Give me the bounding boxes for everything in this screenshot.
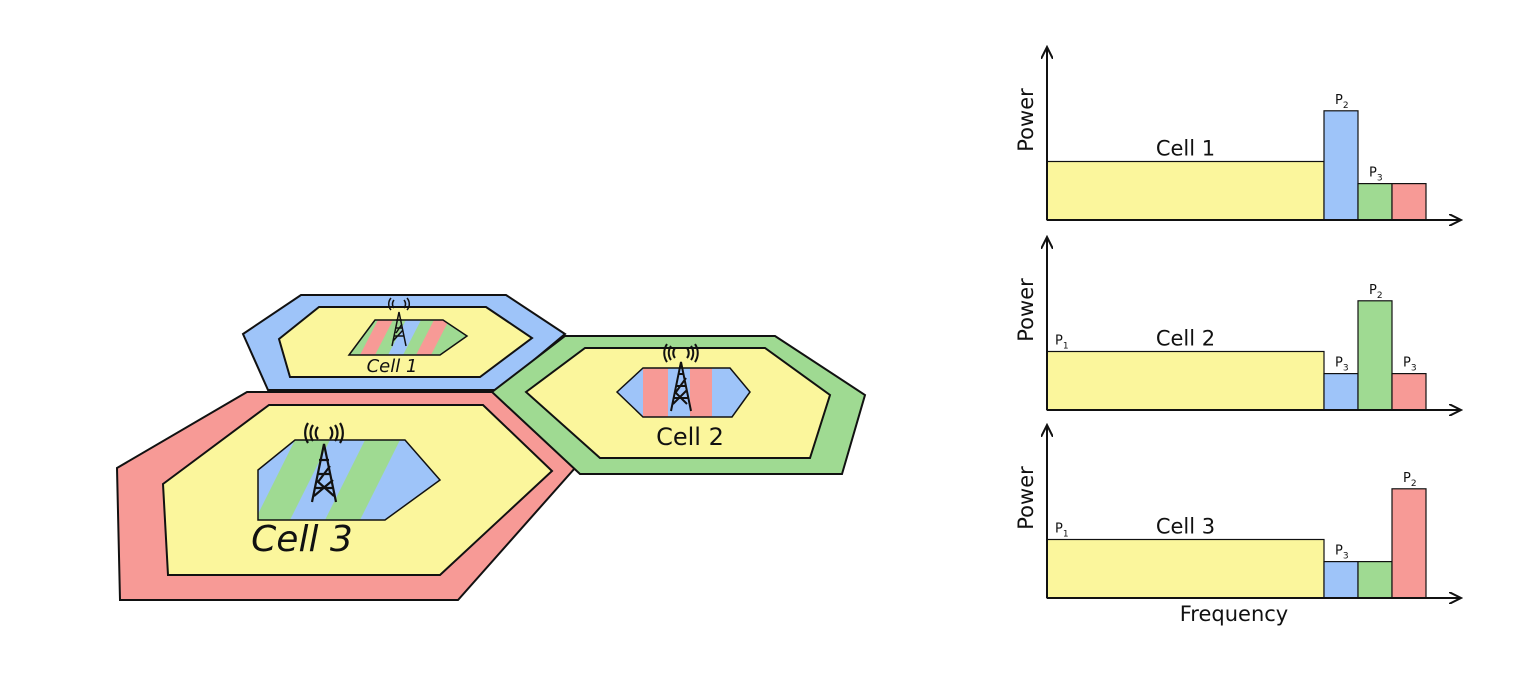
cell-map: Cell 1 Cell 2 Cell 3 — [115, 294, 867, 601]
plot-3-power-label: P1 — [1055, 522, 1069, 540]
plot-2-power-label: P3 — [1403, 356, 1417, 374]
cell-1-tower-icon — [387, 297, 411, 347]
plot-1-power-label: P2 — [1335, 93, 1349, 111]
cell-1-hexagon — [241, 294, 567, 391]
cell-3-hexagon — [115, 391, 577, 601]
plot-3-block-red — [1391, 488, 1427, 599]
cell-3-tower-icon — [304, 422, 344, 503]
plot-1-block-red — [1391, 183, 1427, 221]
plot-3-y-label: Power — [1014, 466, 1038, 530]
plot-3-power-label: P2 — [1403, 471, 1417, 489]
x-axis-label: Frequency — [1180, 602, 1289, 626]
cell-2-label: Cell 2 — [656, 423, 724, 451]
plot-3-block-blue — [1323, 560, 1359, 599]
plot-1-block-blue — [1323, 110, 1359, 221]
cell-3-label: Cell 3 — [251, 519, 353, 560]
plot-2-power-label: P1 — [1055, 334, 1069, 352]
cell-1-label: Cell 1 — [367, 356, 418, 377]
plot-2-block-green — [1357, 300, 1393, 411]
plot-2-power-label: P3 — [1335, 356, 1349, 374]
plot-3-block-green — [1357, 560, 1393, 599]
plot-2-block-blue — [1323, 373, 1359, 411]
plot-3-block-yellow — [1046, 538, 1325, 599]
plot-2-cell-label: Cell 2 — [1156, 327, 1215, 351]
cell-2-tower-icon — [663, 343, 699, 412]
plot-1-power-label: P3 — [1369, 166, 1383, 184]
plot-2-block-red — [1391, 373, 1427, 411]
plot-1-block-green — [1357, 183, 1393, 221]
plot-2-y-label: Power — [1014, 278, 1038, 342]
plot-3-power-label: P3 — [1335, 544, 1349, 562]
cell-3-band-patch — [258, 440, 440, 520]
plot-1-cell-label: Cell 1 — [1156, 137, 1215, 161]
plot-2-power-label: P2 — [1369, 283, 1383, 301]
plot-3-cell-label: Cell 3 — [1156, 515, 1215, 539]
plot-1-block-yellow — [1046, 160, 1325, 221]
plot-1-y-label: Power — [1014, 88, 1038, 152]
plot-2-block-yellow — [1046, 350, 1325, 411]
